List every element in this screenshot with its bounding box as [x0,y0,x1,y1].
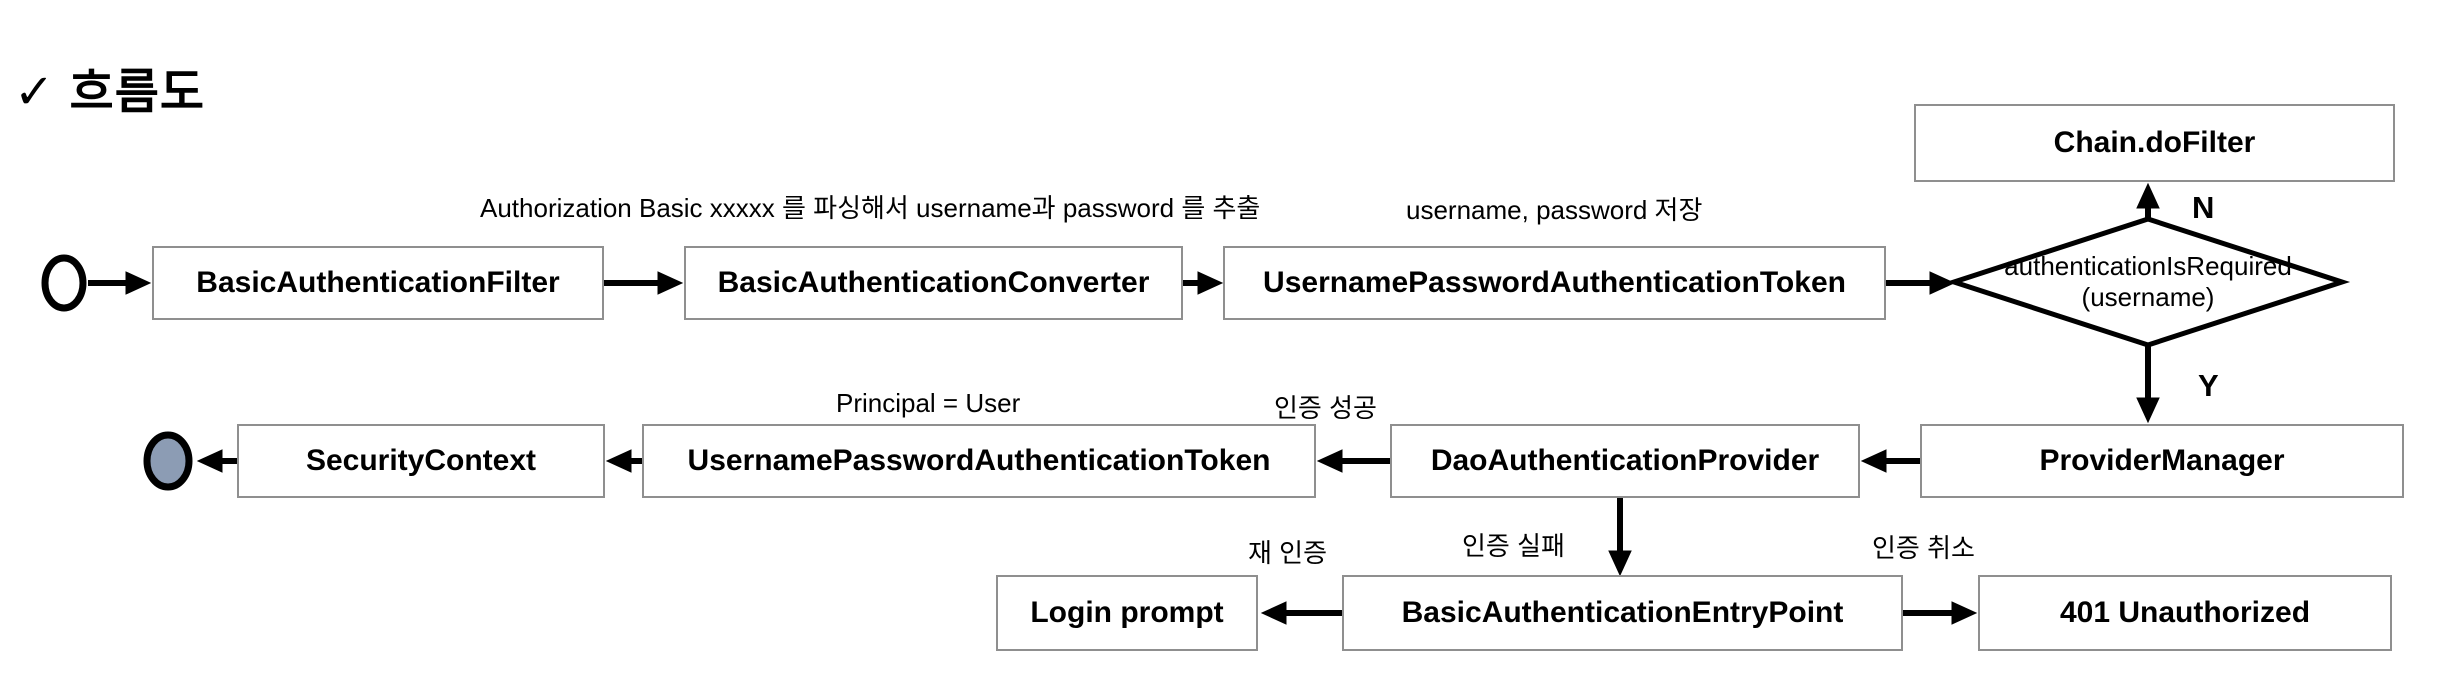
arrow-token-to-decision [1886,271,1956,295]
arrow-security-context-to-end [196,449,237,473]
node-401-unauthorized: 401 Unauthorized [1978,575,2392,651]
branch-label-y: Y [2198,368,2219,403]
end-circle [143,431,193,491]
branch-label-n: N [2192,190,2215,225]
arrow-converter-to-token [1183,271,1224,295]
note-principal-user: Principal = User [836,388,1021,418]
decision-diamond [1945,216,2351,348]
node-security-context: SecurityContext [237,424,605,498]
node-provider-manager: ProviderManager [1920,424,2404,498]
node-basic-authentication-filter: BasicAuthenticationFilter [152,246,604,320]
note-auth-success: 인증 성공 [1274,393,1377,423]
arrow-dao-to-entry-point [1608,498,1632,577]
arrow-decision-yes-to-provider-manager [2136,345,2160,424]
decision-label-line1: authenticationIsRequired [2004,251,2292,281]
node-login-prompt: Login prompt [996,575,1258,651]
arrow-dao-to-token2 [1316,449,1390,473]
arrow-filter-to-converter [604,271,684,295]
node-basic-authentication-entry-point: BasicAuthenticationEntryPoint [1342,575,1903,651]
node-chain-do-filter: Chain.doFilter [1914,104,2395,182]
note-auth-cancel: 인증 취소 [1872,533,1975,563]
note-re-auth: 재 인증 [1248,538,1327,568]
arrow-entry-point-to-login-prompt [1260,601,1342,625]
note-auth-fail: 인증 실패 [1462,531,1565,561]
node-dao-authentication-provider: DaoAuthenticationProvider [1390,424,1860,498]
decision-label-line2: (username) [2081,282,2215,312]
note-save-username-password: username, password 저장 [1406,195,1703,225]
node-username-password-authentication-token-2: UsernamePasswordAuthenticationToken [642,424,1316,498]
node-username-password-authentication-token: UsernamePasswordAuthenticationToken [1223,246,1886,320]
arrow-entry-point-to-401 [1903,601,1978,625]
page-title: ✓ 흐름도 [14,66,206,119]
note-parse-authorization-header: Authorization Basic xxxxx 를 파싱해서 usernam… [480,193,1261,223]
decision-label: authenticationIsRequired (username) [1954,251,2342,313]
start-circle [41,254,87,312]
node-basic-authentication-converter: BasicAuthenticationConverter [684,246,1183,320]
arrow-provider-manager-to-dao [1860,449,1920,473]
arrow-token2-to-security-context [605,449,642,473]
arrow-start-to-filter [88,271,152,295]
arrow-decision-no-to-chain [2136,182,2160,219]
